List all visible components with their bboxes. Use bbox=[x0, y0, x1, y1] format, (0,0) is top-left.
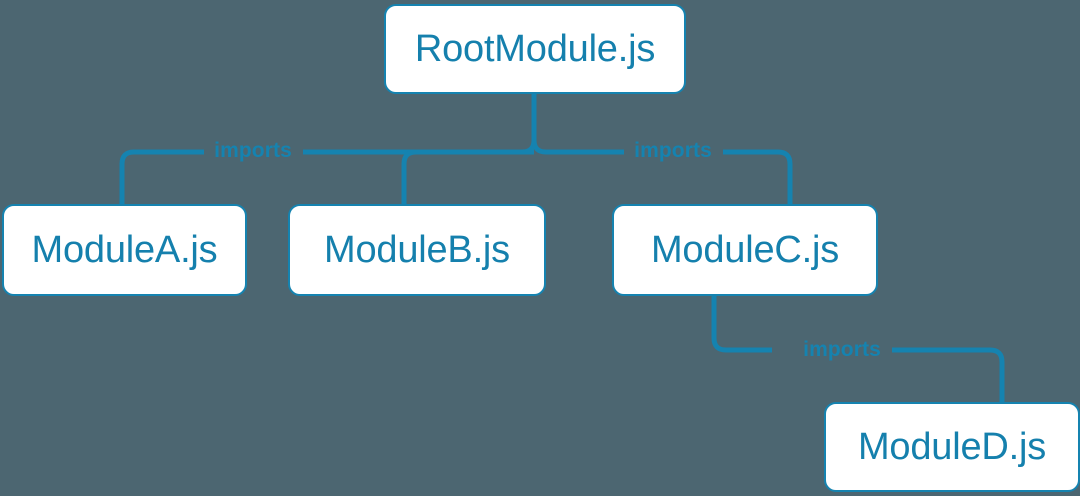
edge-root-to-moduleb bbox=[401, 149, 534, 204]
edge-modulec-to-moduled bbox=[711, 296, 1005, 402]
node-label-moduleb: ModuleB.js bbox=[324, 228, 510, 271]
edge-root-to-modulec bbox=[531, 139, 793, 204]
node-label-rootmodule: RootModule.js bbox=[414, 27, 656, 70]
node-label-modulea: ModuleA.js bbox=[31, 228, 218, 271]
node-rootmodule[interactable]: RootModule.js bbox=[384, 4, 686, 94]
node-modulea[interactable]: ModuleA.js bbox=[2, 204, 247, 296]
edge-label-root-to-modulec: imports bbox=[634, 139, 712, 162]
edge-label-modulec-to-moduled: imports bbox=[803, 338, 881, 361]
node-moduleb[interactable]: ModuleB.js bbox=[288, 204, 546, 296]
edge-label-root-to-modulea: imports bbox=[214, 139, 292, 162]
node-modulec[interactable]: ModuleC.js bbox=[612, 204, 878, 296]
node-label-moduled: ModuleD.js bbox=[857, 425, 1047, 468]
node-moduled[interactable]: ModuleD.js bbox=[824, 402, 1080, 492]
node-label-modulec: ModuleC.js bbox=[650, 228, 840, 271]
